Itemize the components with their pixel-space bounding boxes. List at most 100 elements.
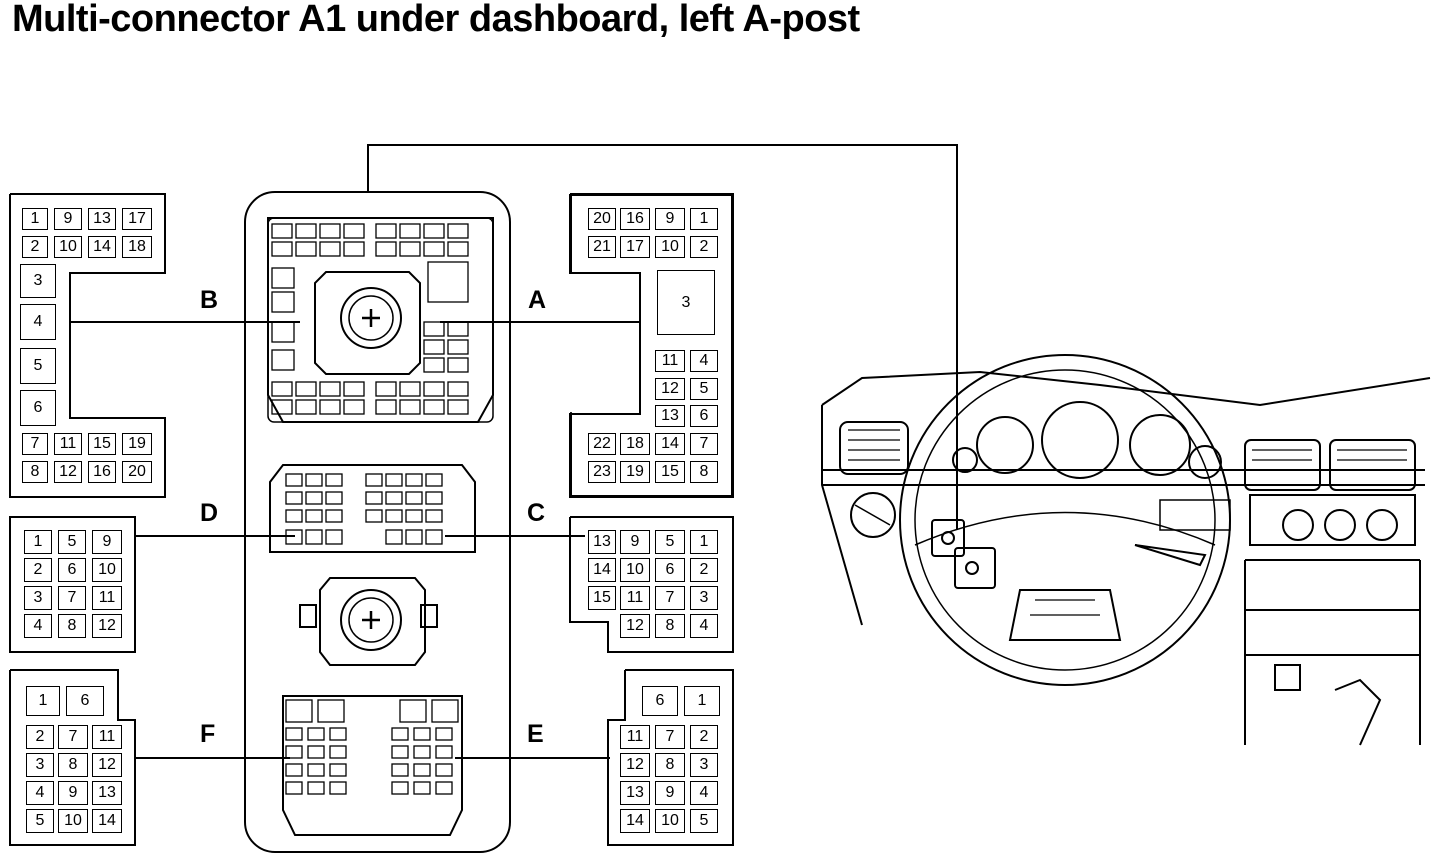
connector-block-cd [269,464,476,553]
connector-b-pin: 8 [22,461,48,483]
connector-d-pin: 4 [24,614,52,638]
connector-c-pin: 1 [690,530,718,554]
connector-f-pin: 2 [26,725,54,749]
connector-a-pin: 7 [690,433,718,455]
connector-d-pin: 9 [92,530,122,554]
connector-c-pin: 9 [620,530,650,554]
connector-d-pin: 1 [24,530,52,554]
connector-a-pin: 20 [588,208,616,230]
connector-c-pin: 14 [588,558,616,582]
connector-f-pin: 14 [92,809,122,833]
connector-a-pin: 15 [655,461,685,483]
connector-b-pin: 6 [20,390,56,426]
connector-d-pin: 8 [58,614,86,638]
connector-e-pin: 5 [690,809,718,833]
connector-d-pin: 5 [58,530,86,554]
connector-e-pin: 3 [690,753,718,777]
connector-a-pin: 21 [588,236,616,258]
connector-c-pin: 13 [588,530,616,554]
connector-block-ab [267,217,494,423]
connector-a-pin: 3 [657,270,715,335]
connector-b-pin: 13 [88,208,116,230]
connector-b-pin: 12 [54,461,82,483]
connector-d-pin: 6 [58,558,86,582]
connector-a-pin: 5 [690,378,718,400]
connector-f-pin: 7 [58,725,88,749]
connector-f-pin: 9 [58,781,88,805]
connector-e-pin: 6 [642,686,678,716]
connector-f-pin: 12 [92,753,122,777]
connector-f-leader [135,757,290,759]
connector-e-pin: 14 [620,809,650,833]
connector-d-pin: 10 [92,558,122,582]
connector-f-pin: 6 [66,686,104,716]
connector-c-leader [445,535,585,537]
connector-e-pin: 13 [620,781,650,805]
connector-b-pin: 20 [122,461,152,483]
connector-f-pin: 1 [26,686,60,716]
connector-d-pin: 3 [24,586,52,610]
connector-c-label: C [527,499,546,527]
connector-f-pin: 5 [26,809,54,833]
connector-a-pin: 13 [655,405,685,427]
connector-block-ef [282,695,463,836]
connector-c-pin: 5 [655,530,685,554]
connector-c-pin: 4 [690,614,718,638]
connector-a-pin: 12 [655,378,685,400]
connector-e-pin: 2 [690,725,718,749]
connector-a-pin: 11 [655,350,685,372]
connector-a-pin: 17 [620,236,650,258]
location-leader-line [367,144,958,530]
connector-c-pin: 7 [655,586,685,610]
connector-b-pin: 14 [88,236,116,258]
connector-d-pin: 12 [92,614,122,638]
connector-f-pin: 13 [92,781,122,805]
connector-b-pin: 3 [20,264,56,298]
connector-e-pin: 1 [684,686,720,716]
connector-d-leader [135,535,295,537]
connector-a-pin: 8 [690,461,718,483]
connector-a-pin: 9 [655,208,685,230]
connector-f-pin: 8 [58,753,88,777]
connector-d-pin: 7 [58,586,86,610]
screw-top [340,287,402,349]
connector-d-pin: 2 [24,558,52,582]
connector-b-pin: 7 [22,433,48,455]
connector-c-pin: 12 [620,614,650,638]
connector-e-pin: 10 [655,809,685,833]
connector-b-label: B [200,286,219,314]
connector-a-pin: 4 [690,350,718,372]
connector-b-pin: 2 [22,236,48,258]
connector-c-pin: 3 [690,586,718,610]
connector-a-pin: 16 [620,208,650,230]
connector-b-pin: 17 [122,208,152,230]
connector-c-pin: 11 [620,586,650,610]
connector-b-leader [70,321,300,323]
connector-b-pin: 11 [54,433,82,455]
connector-b-pin: 15 [88,433,116,455]
connector-a-pin: 6 [690,405,718,427]
connector-e-pin: 11 [620,725,650,749]
connector-a-pin: 14 [655,433,685,455]
connector-a-pin: 19 [620,461,650,483]
connector-e-label: E [527,720,544,748]
connector-a-pin: 10 [655,236,685,258]
connector-b-pin: 4 [20,304,56,340]
connector-c-pin: 15 [588,586,616,610]
connector-c-pin: 10 [620,558,650,582]
connector-a-pin: 22 [588,433,616,455]
connector-f-pin: 10 [58,809,88,833]
connector-f-pin: 3 [26,753,54,777]
connector-e-pin: 9 [655,781,685,805]
connector-a-pin: 23 [588,461,616,483]
dashboard-illustration [821,354,1431,746]
connector-e-pin: 7 [655,725,685,749]
connector-a-leader [440,321,640,323]
connector-b-pin: 18 [122,236,152,258]
connector-a-pin: 18 [620,433,650,455]
connector-b-pin: 5 [20,348,56,384]
connector-f-pin: 4 [26,781,54,805]
connector-d-pin: 11 [92,586,122,610]
screw-middle [340,589,402,651]
